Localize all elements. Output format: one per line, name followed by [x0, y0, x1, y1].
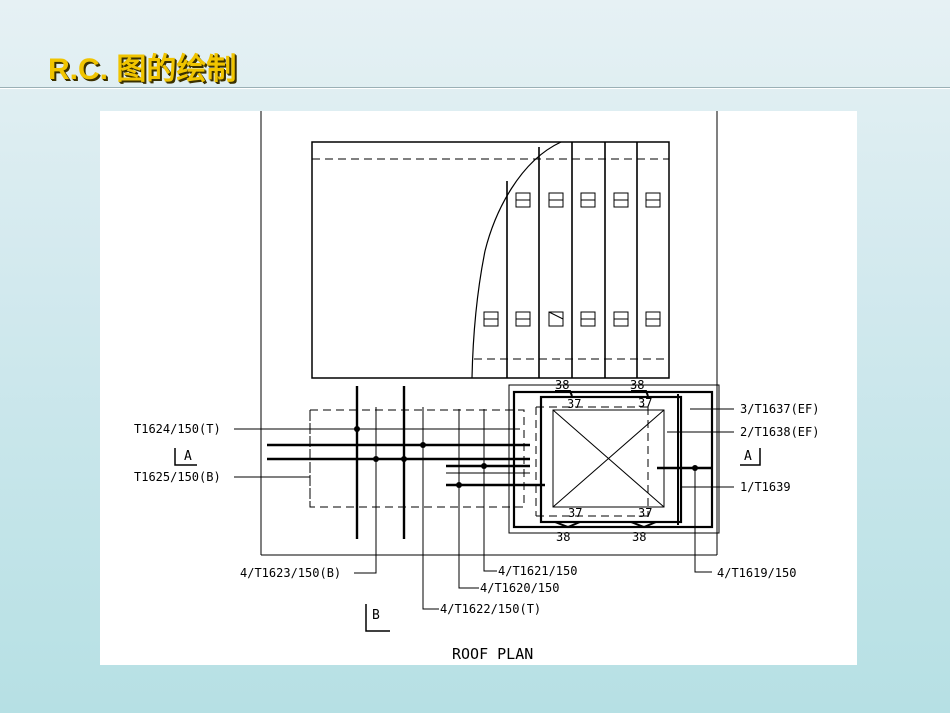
label-t1637: 3/T1637(EF) [740, 402, 819, 416]
label-t1621: 4/T1621/150 [498, 564, 577, 578]
void-cross-2 [552, 409, 665, 508]
plan-title: ROOF PLAN [452, 645, 533, 663]
label-t1625: T1625/150(B) [134, 470, 221, 484]
section-b-mark [365, 604, 390, 632]
leader-t1620 [458, 499, 479, 589]
dim-bottom-left-outer: 38 [556, 530, 570, 544]
label-t1619: 4/T1619/150 [717, 566, 796, 580]
label-t1620: 4/T1620/150 [480, 581, 559, 595]
leader-t1619 [694, 468, 712, 573]
slide-title: R.C. 图的绘制 [48, 53, 237, 86]
dimension-hooks [554, 390, 657, 529]
curved-edge [471, 141, 562, 379]
label-t1622: 4/T1622/150(T) [440, 602, 541, 616]
bar-intersection-dots [354, 426, 698, 488]
section-a-left-letter: A [184, 449, 192, 464]
leader-t1621 [483, 499, 497, 572]
label-t1623: 4/T1623/150(B) [240, 566, 341, 580]
section-a-right-mark [740, 448, 761, 466]
leader-t1623 [354, 497, 377, 574]
section-a-right-letter: A [744, 449, 752, 464]
dim-bottom-right-outer: 38 [632, 530, 646, 544]
dim-bottom-right-inner: 37 [638, 506, 652, 520]
section-a-left-mark [174, 448, 197, 466]
dim-top-right-inner: 37 [638, 396, 652, 410]
dim-top-left-outer: 38 [555, 378, 569, 392]
title-divider [0, 87, 950, 89]
dim-bottom-left-inner: 37 [568, 506, 582, 520]
dim-top-left-inner: 37 [567, 397, 581, 411]
dim-top-right-outer: 38 [630, 378, 644, 392]
roof-plan-drawing: T1624/150(T) T1625/150(B) 3/T1637(EF) 2/… [100, 111, 857, 665]
opening-void [552, 409, 665, 508]
vent-symbols [483, 192, 661, 327]
label-t1638: 2/T1638(EF) [740, 425, 819, 439]
upper-roof-panel [311, 141, 670, 379]
opening-inner-bold [539, 395, 683, 524]
label-t1639: 1/T1639 [740, 480, 791, 494]
leader-t1622 [422, 497, 439, 610]
section-b-letter: B [372, 608, 380, 623]
label-t1624: T1624/150(T) [134, 422, 221, 436]
roof-plan-svg: T1624/150(T) T1625/150(B) 3/T1637(EF) 2/… [134, 111, 819, 663]
